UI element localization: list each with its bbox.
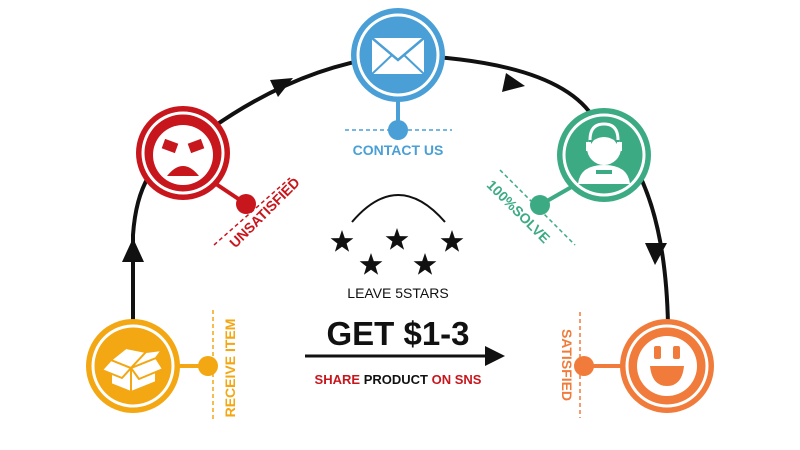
center-stars: [330, 194, 464, 275]
step-satisfied: SATISFIED: [559, 312, 714, 418]
box-icon: [101, 347, 164, 393]
stars-arc: [351, 194, 446, 223]
arc-arrow-down: [645, 243, 667, 265]
unsatisfied-label: UNSATISFIED: [226, 174, 303, 251]
reward-arrow-head: [485, 346, 505, 366]
share-suffix: ON SNS: [432, 372, 482, 387]
arc-arrow-upper-left: [270, 78, 293, 97]
share-middle: PRODUCT: [364, 372, 428, 387]
unsatisfied-node: [236, 194, 256, 214]
unsatisfied-dashed-line: [213, 177, 291, 246]
share-line: SHARE PRODUCT ON SNS: [315, 372, 482, 387]
star-1-icon: [330, 230, 354, 252]
arc-arrow-up: [122, 238, 144, 262]
receive-node: [198, 356, 218, 376]
angry-face-icon: [153, 125, 213, 185]
contact-label: CONTACT US: [353, 142, 444, 158]
solve-dashed-line: [499, 169, 576, 246]
star-4-icon: [359, 253, 383, 275]
star-5-icon: [413, 253, 437, 275]
support-agent-icon: [578, 122, 630, 184]
step-contact-us: CONTACT US: [345, 8, 452, 158]
stars-caption: LEAVE 5STARS: [347, 285, 448, 301]
receive-label: RECEIVE ITEM: [222, 319, 238, 418]
step-receive-item: RECEIVE ITEM: [86, 310, 238, 420]
solve-node: [530, 195, 550, 215]
step-100-solve: 100%SOLVE: [484, 108, 651, 246]
satisfied-label: SATISFIED: [559, 329, 575, 401]
step-unsatisfied: UNSATISFIED: [136, 106, 303, 251]
envelope-icon: [371, 37, 425, 75]
star-3-icon: [440, 230, 464, 252]
star-2-icon: [385, 228, 409, 250]
smiley-face-icon: [637, 336, 697, 396]
reward-heading: GET $1-3: [326, 315, 469, 352]
satisfied-node: [574, 356, 594, 376]
share-prefix: SHARE: [315, 372, 361, 387]
arc-arrow-upper-right: [502, 73, 525, 92]
